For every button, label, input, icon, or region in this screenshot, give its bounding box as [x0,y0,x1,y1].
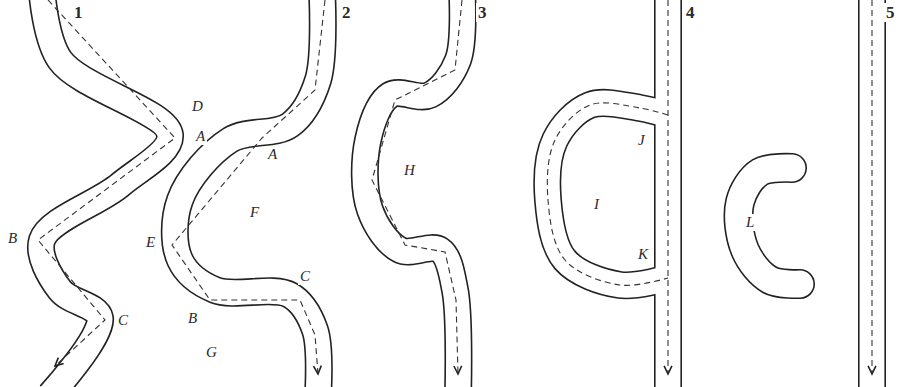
flow-arrowhead [868,366,876,374]
point-letter: B [186,310,199,327]
point-letter: H [402,162,417,179]
abandoned-loop-bank [547,103,668,286]
current-line [372,0,462,374]
river-stage-1-bank [41,0,170,387]
point-letter: C [298,268,312,285]
stage-number: 1 [72,3,85,22]
point-letter: A [194,128,207,145]
current-line [38,0,175,366]
point-letter: F [248,204,261,221]
river-stage-4-bank [654,0,682,387]
oxbow-lake-bank [739,168,800,284]
point-letter: B [6,230,19,247]
stage-number: 2 [340,3,353,22]
current-line [667,0,668,374]
flow-arrowhead [454,366,462,374]
stage-number: 5 [884,3,897,22]
point-letter: G [204,344,219,361]
river-stage-2-bank [175,0,323,387]
flow-arrowhead [664,366,672,374]
abandoned-loop-water [547,103,668,286]
oxbow-lake-water [739,168,800,284]
river-stage-4-water [656,0,681,387]
point-letter: I [592,196,601,213]
point-letter: D [190,98,205,115]
river-stage-3-bank [365,0,463,387]
point-letter: A [266,146,279,163]
point-letter: E [144,234,157,251]
point-letter: K [636,246,650,263]
river-stage-5-bank [858,0,886,387]
current-line [172,0,325,374]
river-stage-5-water [860,0,885,387]
point-letter: L [744,214,756,231]
flow-arrowhead [55,358,64,366]
river-stage-3-water [365,0,463,387]
flow-arrowhead [313,366,321,374]
point-letter: C [116,312,130,329]
river-stage-2-water [175,0,323,387]
point-letter: J [636,132,647,149]
current-line [871,0,872,374]
stage-number: 3 [476,3,489,22]
river-stage-1-water [41,0,170,387]
current-line [547,103,668,286]
stage-number: 4 [684,3,697,22]
